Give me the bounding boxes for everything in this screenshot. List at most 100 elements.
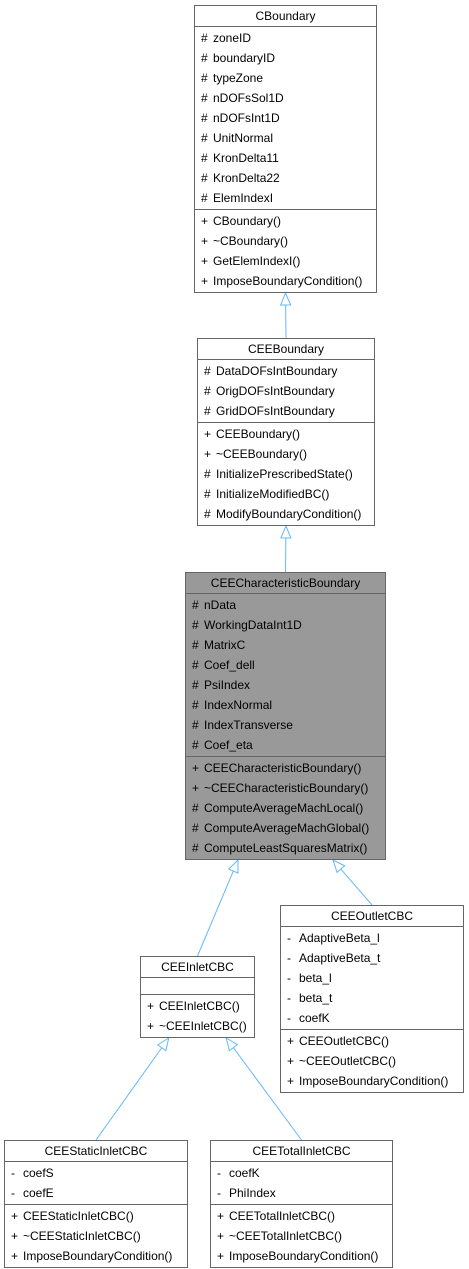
attribute-name: MatrixC (204, 638, 246, 652)
methods-section: +CEEOutletCBC() +~CEEOutletCBC() +Impose… (281, 1030, 463, 1092)
visibility-marker: # (201, 191, 208, 205)
visibility-marker: - (287, 971, 291, 985)
visibility-marker: + (11, 1249, 19, 1263)
attribute-row: #KronDelta11 (195, 148, 376, 168)
method-row: #InitializePrescribedState() (198, 464, 374, 484)
method-name: ~CEECharacteristicBoundary() (204, 781, 369, 795)
method-name: CEEStaticInletCBC() (23, 1209, 134, 1223)
attribute-row: -coefK (281, 1008, 463, 1028)
method-row: # ComputeLeastSquaresMatrix() (186, 838, 385, 858)
method-name: ModifyBoundaryCondition() (216, 507, 362, 521)
attribute-row: # UnitNormal (195, 128, 376, 148)
visibility-marker: + (204, 447, 212, 461)
visibility-marker: + (217, 1229, 225, 1243)
attribute-row: #Coef_dell (186, 655, 385, 675)
class-box-cboundary[interactable]: CBoundary #zoneID #boundaryID #typeZone … (194, 5, 377, 293)
method-name: ~CEEStaticInletCBC() (23, 1229, 141, 1243)
class-box-ceeinletcbc[interactable]: CEEInletCBC +CEEInletCBC() +~CEEInletCBC… (140, 956, 255, 1038)
visibility-marker: - (217, 1186, 221, 1200)
class-name: CEEInletCBC (141, 957, 254, 978)
attribute-name: coefK (229, 1166, 260, 1180)
attribute-name: UnitNormal (213, 131, 274, 145)
visibility-marker: # (192, 698, 199, 712)
visibility-marker: # (192, 841, 199, 855)
class-box-ceeboundary[interactable]: CEEBoundary #DataDOFsIntBoundary #OrigDO… (197, 338, 375, 526)
method-name: ~CEEOutletCBC() (299, 1054, 397, 1068)
class-box-ceestaticinletcbc[interactable]: CEEStaticInletCBC -coefS -coefE + CEEStat… (4, 1140, 188, 1268)
attribute-row: -AdaptiveBeta_l (281, 928, 463, 948)
visibility-marker: # (201, 31, 208, 45)
visibility-marker: + (217, 1209, 225, 1223)
attribute-name: KronDelta22 (213, 171, 280, 185)
method-row: + ImposeBoundaryCondition() (195, 271, 376, 291)
visibility-marker: # (204, 404, 211, 418)
method-row: +~CEEBoundary() (198, 444, 374, 464)
visibility-marker: + (201, 254, 209, 268)
visibility-marker: # (201, 131, 208, 145)
attribute-name: GridDOFsIntBoundary (216, 404, 335, 418)
method-row: +~CEEInletCBC() (141, 1016, 254, 1036)
attribute-name: PsiIndex (204, 678, 251, 692)
visibility-marker: + (287, 1054, 295, 1068)
methods-section: +CEEStaticInletCBC() +~CEEStaticInletCBC… (5, 1205, 187, 1267)
method-name: ~CEEInletCBC() (159, 1019, 247, 1033)
method-name: CEETotalInletCBC() (229, 1209, 336, 1223)
method-row: +CEEInletCBC() (141, 996, 254, 1016)
visibility-marker: # (201, 71, 208, 85)
attribute-row: #zoneID (195, 28, 376, 48)
method-name: ComputeLeastSquaresMatrix() (204, 841, 368, 855)
method-row: + CEETotalInletCBC() (211, 1206, 392, 1226)
class-name: CEECharacteristicBoundary (186, 573, 385, 594)
class-box-ceeoutletcbc[interactable]: CEEOutletCBC -AdaptiveBeta_l -AdaptiveBe… (280, 905, 464, 1093)
class-name: CBoundary (195, 6, 376, 27)
method-row: #ComputeAverageMachLocal() (186, 798, 385, 818)
visibility-marker: # (204, 384, 211, 398)
attribute-name: beta_t (299, 991, 333, 1005)
attribute-name: coefS (23, 1166, 54, 1180)
inheritance-arrowhead (279, 291, 292, 306)
attribute-name: AdaptiveBeta_l (299, 931, 380, 945)
visibility-marker: + (192, 781, 200, 795)
visibility-marker: # (201, 111, 208, 125)
methods-section: +CEECharacteristicBoundary() +~CEECharac… (186, 757, 385, 859)
method-row: +~CEETotalInletCBC() (211, 1226, 392, 1246)
attribute-name: Coef_dell (204, 658, 255, 672)
attributes-section: -coefK -PhiIndex (211, 1162, 392, 1205)
attributes-section: #DataDOFsIntBoundary #OrigDOFsIntBoundar… (198, 360, 374, 423)
method-name: CEEOutletCBC() (299, 1034, 390, 1048)
visibility-marker: # (204, 507, 211, 521)
attribute-name: nDOFsInt1D (213, 111, 280, 125)
visibility-marker: - (287, 931, 291, 945)
attributes-section: #nData #WorkingDataInt1D #MatrixC #Coef_… (186, 594, 385, 757)
class-name: CEEStaticInletCBC (5, 1141, 187, 1162)
inheritance-line (197, 870, 234, 957)
visibility-marker: + (201, 234, 209, 248)
attribute-row: #PsiIndex (186, 675, 385, 695)
attribute-row: #ElemIndexI (195, 188, 376, 208)
methods-section: +CBoundary() +~CBoundary() +GetElemIndex… (195, 210, 376, 292)
attributes-section: -coefS -coefE (5, 1162, 187, 1205)
visibility-marker: - (11, 1166, 15, 1180)
visibility-marker: + (287, 1034, 295, 1048)
method-row: +~CBoundary() (195, 231, 376, 251)
method-name: ImposeBoundaryCondition() (213, 274, 363, 288)
attribute-row: -coefE (5, 1183, 187, 1203)
attribute-name: PhiIndex (229, 1186, 276, 1200)
attribute-row: -coefS (5, 1163, 187, 1183)
attribute-name: nData (204, 598, 237, 612)
visibility-marker: + (217, 1249, 225, 1263)
attribute-name: DataDOFsIntBoundary (216, 364, 338, 378)
method-name: CEEBoundary() (216, 427, 301, 441)
inheritance-arrowhead (225, 1036, 239, 1052)
attribute-row: -coefK (211, 1163, 392, 1183)
methods-section: + CEEBoundary() +~CEEBoundary() #Initiali… (198, 423, 374, 525)
method-name: GetElemIndexI() (213, 254, 301, 268)
class-box-ceecharacteristicboundary[interactable]: CEECharacteristicBoundary #nData #Workin… (185, 572, 386, 860)
attributes-section (141, 978, 254, 995)
visibility-marker: + (201, 274, 209, 288)
attribute-row: #nData (186, 595, 385, 615)
methods-section: + CEETotalInletCBC() +~CEETotalInletCBC()… (211, 1205, 392, 1267)
class-box-ceetotalinletcbc[interactable]: CEETotalInletCBC -coefK -PhiIndex +CEETo… (210, 1140, 393, 1268)
visibility-marker: # (192, 618, 199, 632)
